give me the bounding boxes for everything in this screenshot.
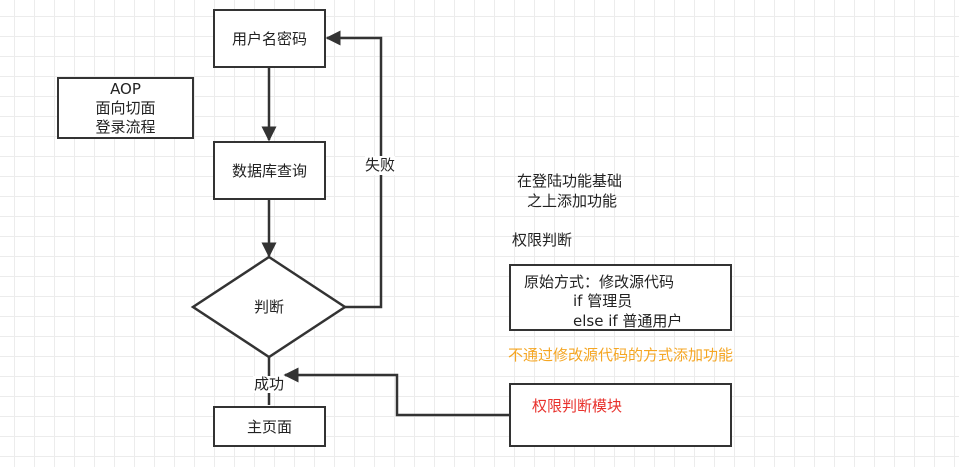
permission-note: 权限判断 <box>512 231 573 249</box>
original-approach-line3: else if 普通用户 <box>573 312 683 330</box>
base-feature-note-line1: 在登陆功能基础 <box>517 172 623 190</box>
judge-label: 判断 <box>254 298 285 316</box>
no-modify-source-note: 不通过修改源代码的方式添加功能 <box>508 346 734 364</box>
database-query-label: 数据库查询 <box>231 162 307 180</box>
fail-label: 失败 <box>365 156 396 175</box>
permission-module-box: 权限判断模块 <box>509 383 732 447</box>
original-approach-box: 原始方式：修改源代码 if 管理员 else if 普通用户 <box>509 264 732 331</box>
aop-note-line1: AOP <box>110 79 141 98</box>
base-feature-note-line2: 之上添加功能 <box>527 192 618 210</box>
aop-note-line2: 面向切面 <box>95 98 156 117</box>
arrow-permission-module-to-flow <box>283 367 509 417</box>
login-label: 用户名密码 <box>231 30 307 48</box>
original-approach-line2: if 管理员 <box>573 292 633 310</box>
login-box: 用户名密码 <box>213 9 326 68</box>
aop-note-box: AOP 面向切面 登录流程 <box>57 77 194 139</box>
success-label: 成功 <box>253 375 286 393</box>
database-query-box: 数据库查询 <box>213 141 326 200</box>
main-page-box: 主页面 <box>213 406 326 447</box>
aop-note-line3: 登录流程 <box>95 117 156 136</box>
permission-module-label: 权限判断模块 <box>532 397 623 415</box>
main-page-label: 主页面 <box>246 418 292 436</box>
original-approach-line1: 原始方式：修改源代码 <box>524 273 675 291</box>
judge-diamond <box>190 255 348 359</box>
